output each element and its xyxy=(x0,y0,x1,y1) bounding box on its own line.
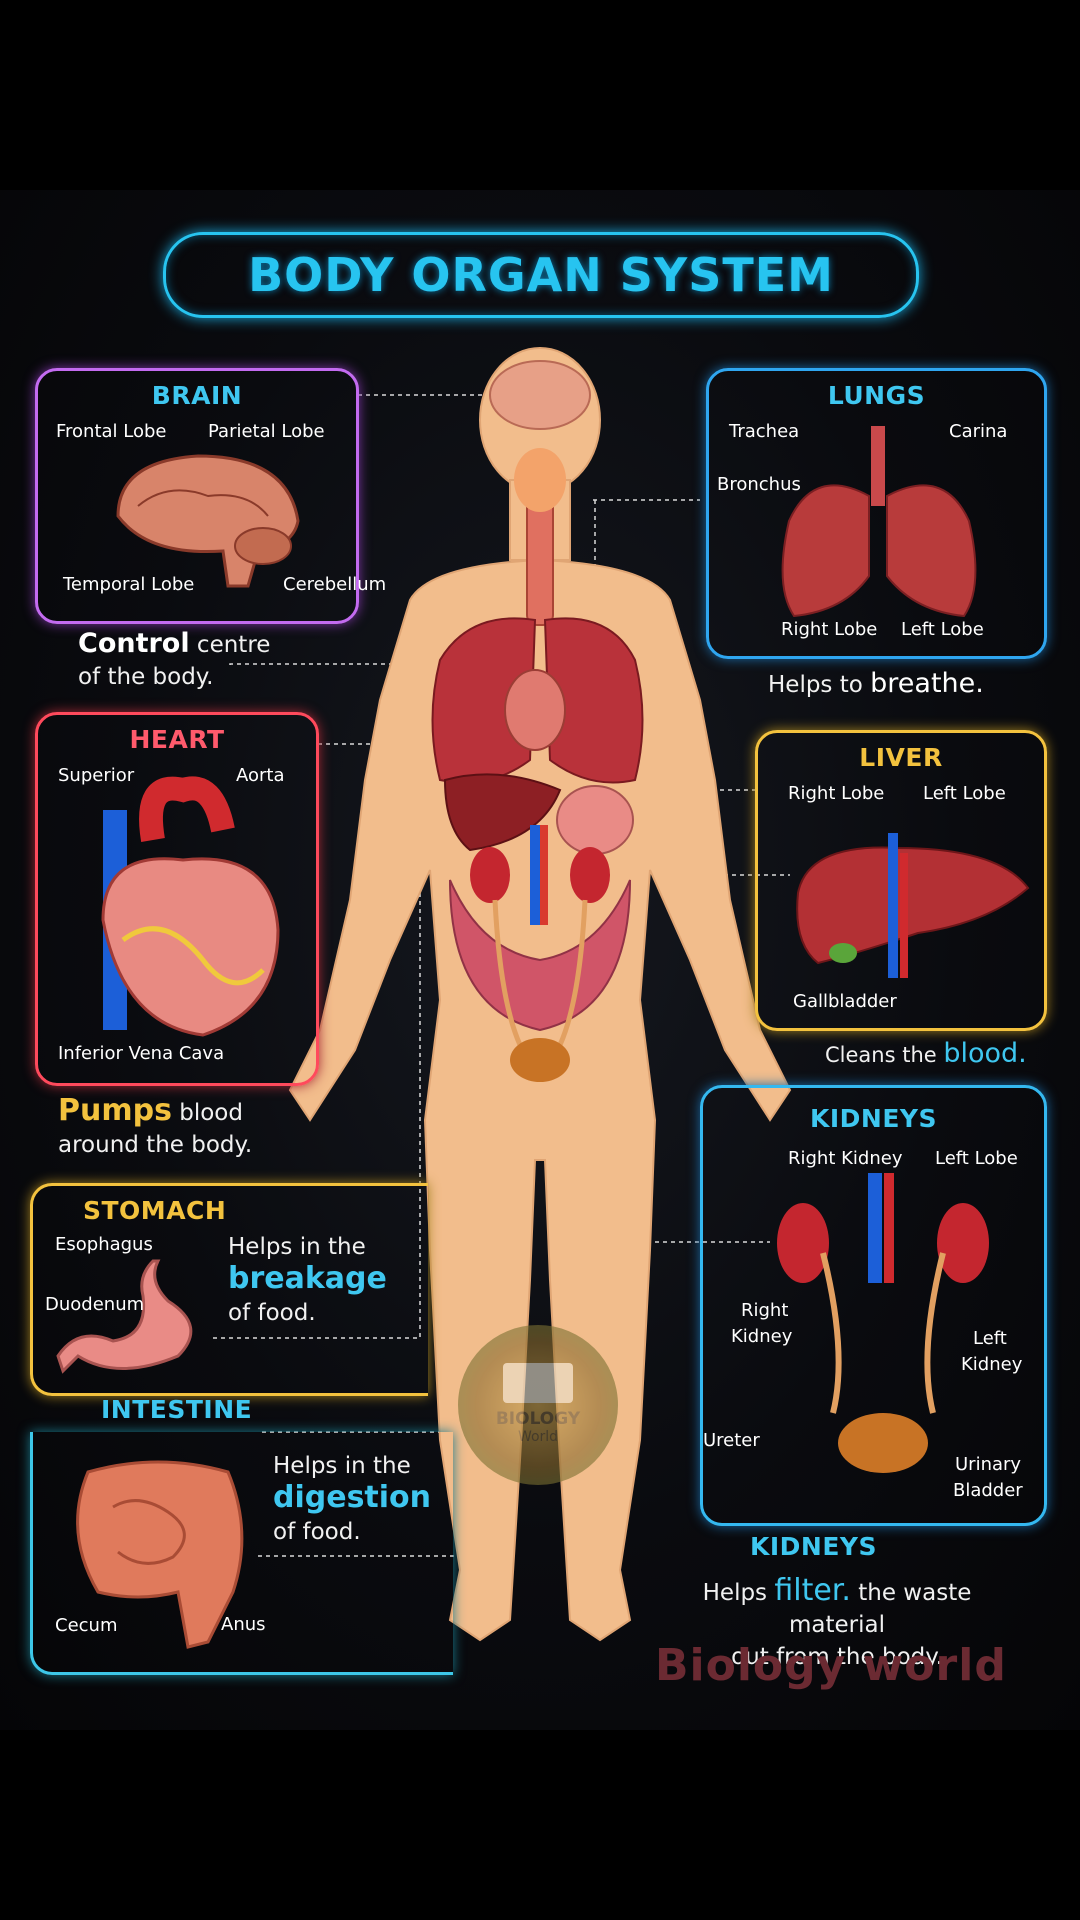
kidneys-panel: KIDNEYS Right Kidney Left Lobe Right Kid… xyxy=(700,1085,1047,1526)
liver-icon xyxy=(443,773,562,852)
liver-desc-strong: blood. xyxy=(943,1038,1027,1069)
intestine-desc-line1: Helps in the xyxy=(273,1453,411,1479)
lungs-description: Helps to breathe. xyxy=(768,668,984,701)
lungs-label-carina: Carina xyxy=(949,421,1008,442)
kidneys-footer-description: Helps filter. the waste material out fro… xyxy=(657,1575,1017,1673)
title-banner: BODY ORGAN SYSTEM xyxy=(163,232,919,318)
intestine-title: INTESTINE xyxy=(101,1395,253,1424)
kidneys-label-bladder: Bladder xyxy=(953,1480,1023,1501)
lungs-panel: LUNGS Trachea Carina Bronchus Right Lobe… xyxy=(706,368,1047,659)
heart-desc-line2: around the body. xyxy=(58,1132,253,1158)
liver-panel: LIVER Right Lobe Left Lobe Gallbladder xyxy=(755,730,1047,1031)
kidneys-footer-desc-pre: Helps xyxy=(702,1580,775,1606)
liver-label-gallbladder: Gallbladder xyxy=(793,991,897,1012)
brain-description: Control centre of the body. xyxy=(78,628,270,693)
stomach-label-duodenum: Duodenum xyxy=(45,1294,145,1315)
intestine-illustration xyxy=(76,1460,244,1649)
liver-title: LIVER xyxy=(859,743,943,772)
lungs-label-right-lobe: Right Lobe xyxy=(781,619,878,640)
intestine-desc-strong: digestion xyxy=(273,1480,432,1515)
brain-illustration xyxy=(116,454,300,588)
brain-desc-strong: Control xyxy=(78,628,190,659)
heart-description: Pumps blood around the body. xyxy=(58,1095,252,1161)
stomach-description: Helps in the breakage of food. xyxy=(228,1231,387,1329)
page-title: BODY ORGAN SYSTEM xyxy=(248,248,834,302)
stomach-panel: STOMACH Esophagus Duodenum Helps in the … xyxy=(30,1183,428,1396)
stomach-desc-line3: of food. xyxy=(228,1300,316,1326)
brain-label-frontal: Frontal Lobe xyxy=(56,421,167,442)
brain-icon xyxy=(489,360,591,430)
kidneys-label-left-2: Kidney xyxy=(961,1354,1023,1375)
lungs-label-left-lobe: Left Lobe xyxy=(901,619,984,640)
heart-label-superior: Superior xyxy=(58,765,135,786)
lungs-desc-strong: breathe. xyxy=(870,668,984,699)
brain-desc-rest: centre xyxy=(189,632,271,658)
stomach-desc-line1: Helps in the xyxy=(228,1234,366,1260)
liver-description: Cleans the blood. xyxy=(825,1038,1027,1071)
liver-desc-pre: Cleans the xyxy=(825,1043,944,1067)
lungs-desc-pre: Helps to xyxy=(768,672,871,698)
heart-illustration xyxy=(101,776,280,1037)
kidneys-footer-desc-post: the waste material xyxy=(789,1580,972,1638)
heart-icon xyxy=(504,669,566,751)
book-icon xyxy=(503,1363,573,1403)
biology-world-logo: BIOLOGY World xyxy=(458,1325,618,1485)
intestine-description: Helps in the digestion of food. xyxy=(273,1450,431,1548)
intestine-desc-line3: of food. xyxy=(273,1519,361,1545)
intestine-panel: INTESTINE Cecum Anus Helps in the digest… xyxy=(30,1395,453,1675)
logo-text-1: BIOLOGY xyxy=(495,1409,581,1429)
heart-panel: HEART Superior Aorta Inferior Vena Cava xyxy=(35,712,319,1086)
liver-illustration xyxy=(796,833,1030,978)
heart-desc-strong: Pumps xyxy=(58,1093,172,1128)
kidneys-label-left-1: Left xyxy=(973,1328,1007,1349)
lungs-label-bronchus: Bronchus xyxy=(717,474,801,495)
kidneys-footer-desc-line2: out from the body. xyxy=(731,1644,943,1670)
brain-label-temporal: Temporal Lobe xyxy=(63,574,195,595)
kidneys-label-right-1: Right xyxy=(741,1300,789,1321)
brain-label-parietal: Parietal Lobe xyxy=(208,421,325,442)
kidneys-label-left-lobe: Left Lobe xyxy=(935,1148,1018,1169)
watermark-text: Biology world xyxy=(655,1640,1007,1691)
kidneys-footer-desc-strong: filter. xyxy=(774,1573,851,1608)
intestine-icon xyxy=(449,879,631,1032)
kidneys-label-right-kidney: Right Kidney xyxy=(788,1148,903,1169)
heart-label-ivc: Inferior Vena Cava xyxy=(58,1043,225,1064)
lungs-illustration xyxy=(781,426,977,618)
brain-title: BRAIN xyxy=(151,381,243,410)
heart-title: HEART xyxy=(129,725,225,754)
kidneys-title: KIDNEYS xyxy=(809,1104,938,1133)
intestine-label-anus: Anus xyxy=(221,1614,266,1635)
heart-label-aorta: Aorta xyxy=(236,765,285,786)
liver-label-right-lobe: Right Lobe xyxy=(788,783,885,804)
lungs-title: LUNGS xyxy=(827,381,926,410)
kidneys-label-ureter: Ureter xyxy=(703,1430,760,1451)
kidneys-label-urinary: Urinary xyxy=(955,1454,1022,1475)
logo-text-2: World xyxy=(517,1429,559,1445)
brain-panel: BRAIN Frontal Lobe Parietal Lobe Tempora… xyxy=(35,368,386,624)
stomach-desc-strong: breakage xyxy=(228,1261,387,1296)
stomach-label-esophagus: Esophagus xyxy=(55,1234,153,1255)
kidneys-illustration xyxy=(777,1173,989,1473)
kidneys-footer-title: KIDNEYS xyxy=(750,1532,878,1561)
brain-label-cerebellum: Cerebellum xyxy=(283,574,387,595)
stomach-illustration xyxy=(56,1259,193,1374)
intestine-label-cecum: Cecum xyxy=(55,1615,118,1636)
lungs-label-trachea: Trachea xyxy=(729,421,800,442)
stomach-icon xyxy=(556,785,634,855)
brain-desc-line2: of the body. xyxy=(78,664,214,690)
heart-desc-rest: blood xyxy=(171,1100,243,1126)
kidney-icon xyxy=(470,847,510,903)
kidneys-label-right-2: Kidney xyxy=(731,1326,793,1347)
liver-label-left-lobe: Left Lobe xyxy=(923,783,1006,804)
stomach-title: STOMACH xyxy=(83,1196,227,1225)
